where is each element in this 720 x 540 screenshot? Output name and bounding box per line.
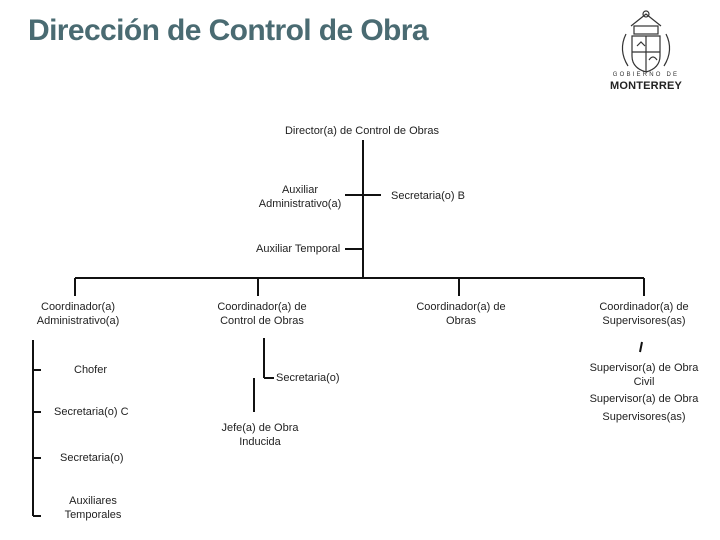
node-secretaria-control: Secretaria(o) <box>276 372 340 384</box>
page-title: Dirección de Control de Obra <box>28 14 429 47</box>
node-auxiliares-temporales: Auxiliares Temporales <box>64 495 122 521</box>
node-director: Director(a) de Control de Obras <box>284 125 440 137</box>
node-chofer: Chofer <box>74 364 108 376</box>
node-jefe-obra-inducida: Jefe(a) de Obra Inducida <box>221 422 299 448</box>
node-auxiliar-administrativo: Auxiliar Administrativo(a) <box>258 184 342 210</box>
logo-gobierno-text: GOBIERNO DE <box>612 72 680 78</box>
node-coordinador-control: Coordinador(a) de Control de Obras <box>217 301 307 327</box>
node-coordinador-obras: Coordinador(a) de Obras <box>416 301 506 327</box>
node-secretaria-c: Secretaria(o) C <box>54 406 129 418</box>
monterrey-seal-logo <box>621 10 671 73</box>
node-coordinador-administrativo: Coordinador(a) Administrativo(a) <box>36 301 120 327</box>
supervisores-connector <box>639 341 643 353</box>
node-supervisor-obra: Supervisor(a) de Obra <box>589 393 699 405</box>
node-secretaria-b: Secretaria(o) B <box>391 190 465 202</box>
node-coordinador-supervisores: Coordinador(a) de Supervisores(as) <box>599 301 689 327</box>
logo-monterrey-text: MONTERREY <box>609 80 683 92</box>
node-auxiliar-temporal: Auxiliar Temporal <box>256 243 341 255</box>
node-secretaria-admin: Secretaria(o) <box>60 452 124 464</box>
node-supervisores: Supervisores(as) <box>602 411 686 423</box>
node-supervisor-obra-civil: Supervisor(a) de Obra Civil <box>589 362 699 388</box>
